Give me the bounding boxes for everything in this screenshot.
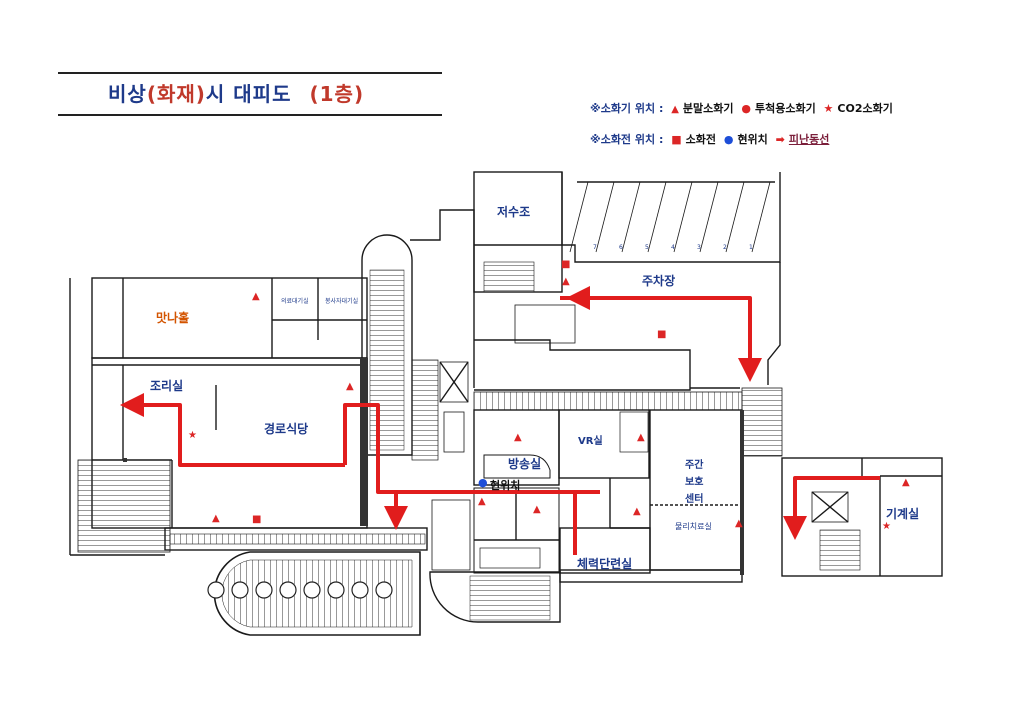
room-kitchen: 조리실 [150,379,184,393]
title-rule-top [58,72,442,74]
parking-stall-3: 3 [697,244,701,251]
star-icon: ★ [188,430,197,441]
legend-extinguisher: ※소화기 위치 : ▲분말소화기 ●투척용소화기 ★CO2소화기 [590,100,897,116]
triangle-icon: ▲ [533,504,541,515]
arrow-icon: ➡ [775,133,785,146]
circle-icon: ● [741,102,751,115]
triangle-icon: ▲ [562,276,570,287]
room-daycare-line2: 보호 [685,477,704,488]
parking-stall-1: 1 [749,244,753,251]
square-icon: ■ [657,329,667,340]
current-location-icon: ● [478,476,488,489]
title-rule-bottom [58,114,442,116]
room-fitness: 체력단련실 [577,557,633,571]
room-therapy: 물리치료실 [675,522,712,531]
square-icon: ■ [252,514,262,525]
parking-stall-2: 2 [723,244,727,251]
meeting-hall-wall [91,277,368,359]
parking-stall-6: 6 [619,244,623,251]
triangle-icon: ▲ [735,518,743,529]
room-vr: VR실 [578,436,603,447]
legend-hydrant-lead: ※소화전 위치 : [590,133,664,146]
room-daycare-line3: 센터 [685,494,704,505]
triangle-icon: ▲ [633,506,641,517]
legend-current-label: 현위치 [737,133,768,146]
triangle-icon: ▲ [902,477,910,488]
title-prefix: 비상 [108,82,147,106]
title-accent: (화재) [146,82,206,106]
parking-stall-4: 4 [671,244,675,251]
square-icon: ■ [671,133,682,146]
room-meeting-hall: 맛나홀 [156,311,190,325]
room-water-tank: 저수조 [497,205,531,219]
room-dining: 경로식당 [264,422,309,436]
title-suffix: 시 대피도 [205,82,292,106]
legend-hydrant-label: 소화전 [685,133,716,146]
parking-stall-7: 7 [593,244,597,251]
triangle-icon: ▲ [514,432,522,443]
evacuation-route [120,286,880,555]
triangle-icon: ▲ [478,496,486,507]
legend-hydrant: ※소화전 위치 : ■소화전 ●현위치 ➡피난동선 [590,131,833,147]
current-location-icon: ● [723,133,734,146]
room-parking: 주차장 [642,274,676,288]
legend-extinguisher-lead: ※소화기 위치 : [590,102,664,115]
room-machine: 기계실 [886,507,920,521]
page-title: 비상(화재)시 대피도 (1층) [108,78,364,107]
title-block: 비상(화재)시 대피도 (1층) [58,72,442,116]
legend-co2-label: CO2소화기 [837,102,893,115]
room-daycare-line1: 주간 [685,460,704,471]
star-icon: ★ [882,521,891,532]
star-icon: ★ [823,102,834,115]
current-location-label: 현위치 [490,479,521,492]
room-medical-waiting: 의료대기실 [281,298,309,305]
legend-throw-label: 투척용소화기 [754,102,816,115]
triangle-icon: ▲ [252,291,260,302]
triangle-icon: ▲ [346,381,354,392]
triangle-icon: ▲ [637,432,645,443]
legend-powder-label: 분말소화기 [682,102,734,115]
triangle-icon: ▲ [212,513,220,524]
room-broadcast: 방송실 [508,457,542,471]
square-icon: ■ [561,259,571,270]
room-volunteer-waiting: 봉사자대기실 [325,298,359,305]
triangle-icon: ▲ [671,104,679,115]
title-floor: (1층) [309,82,365,106]
legend-route-label: 피난동선 [788,133,830,146]
parking-stall-5: 5 [645,244,649,251]
